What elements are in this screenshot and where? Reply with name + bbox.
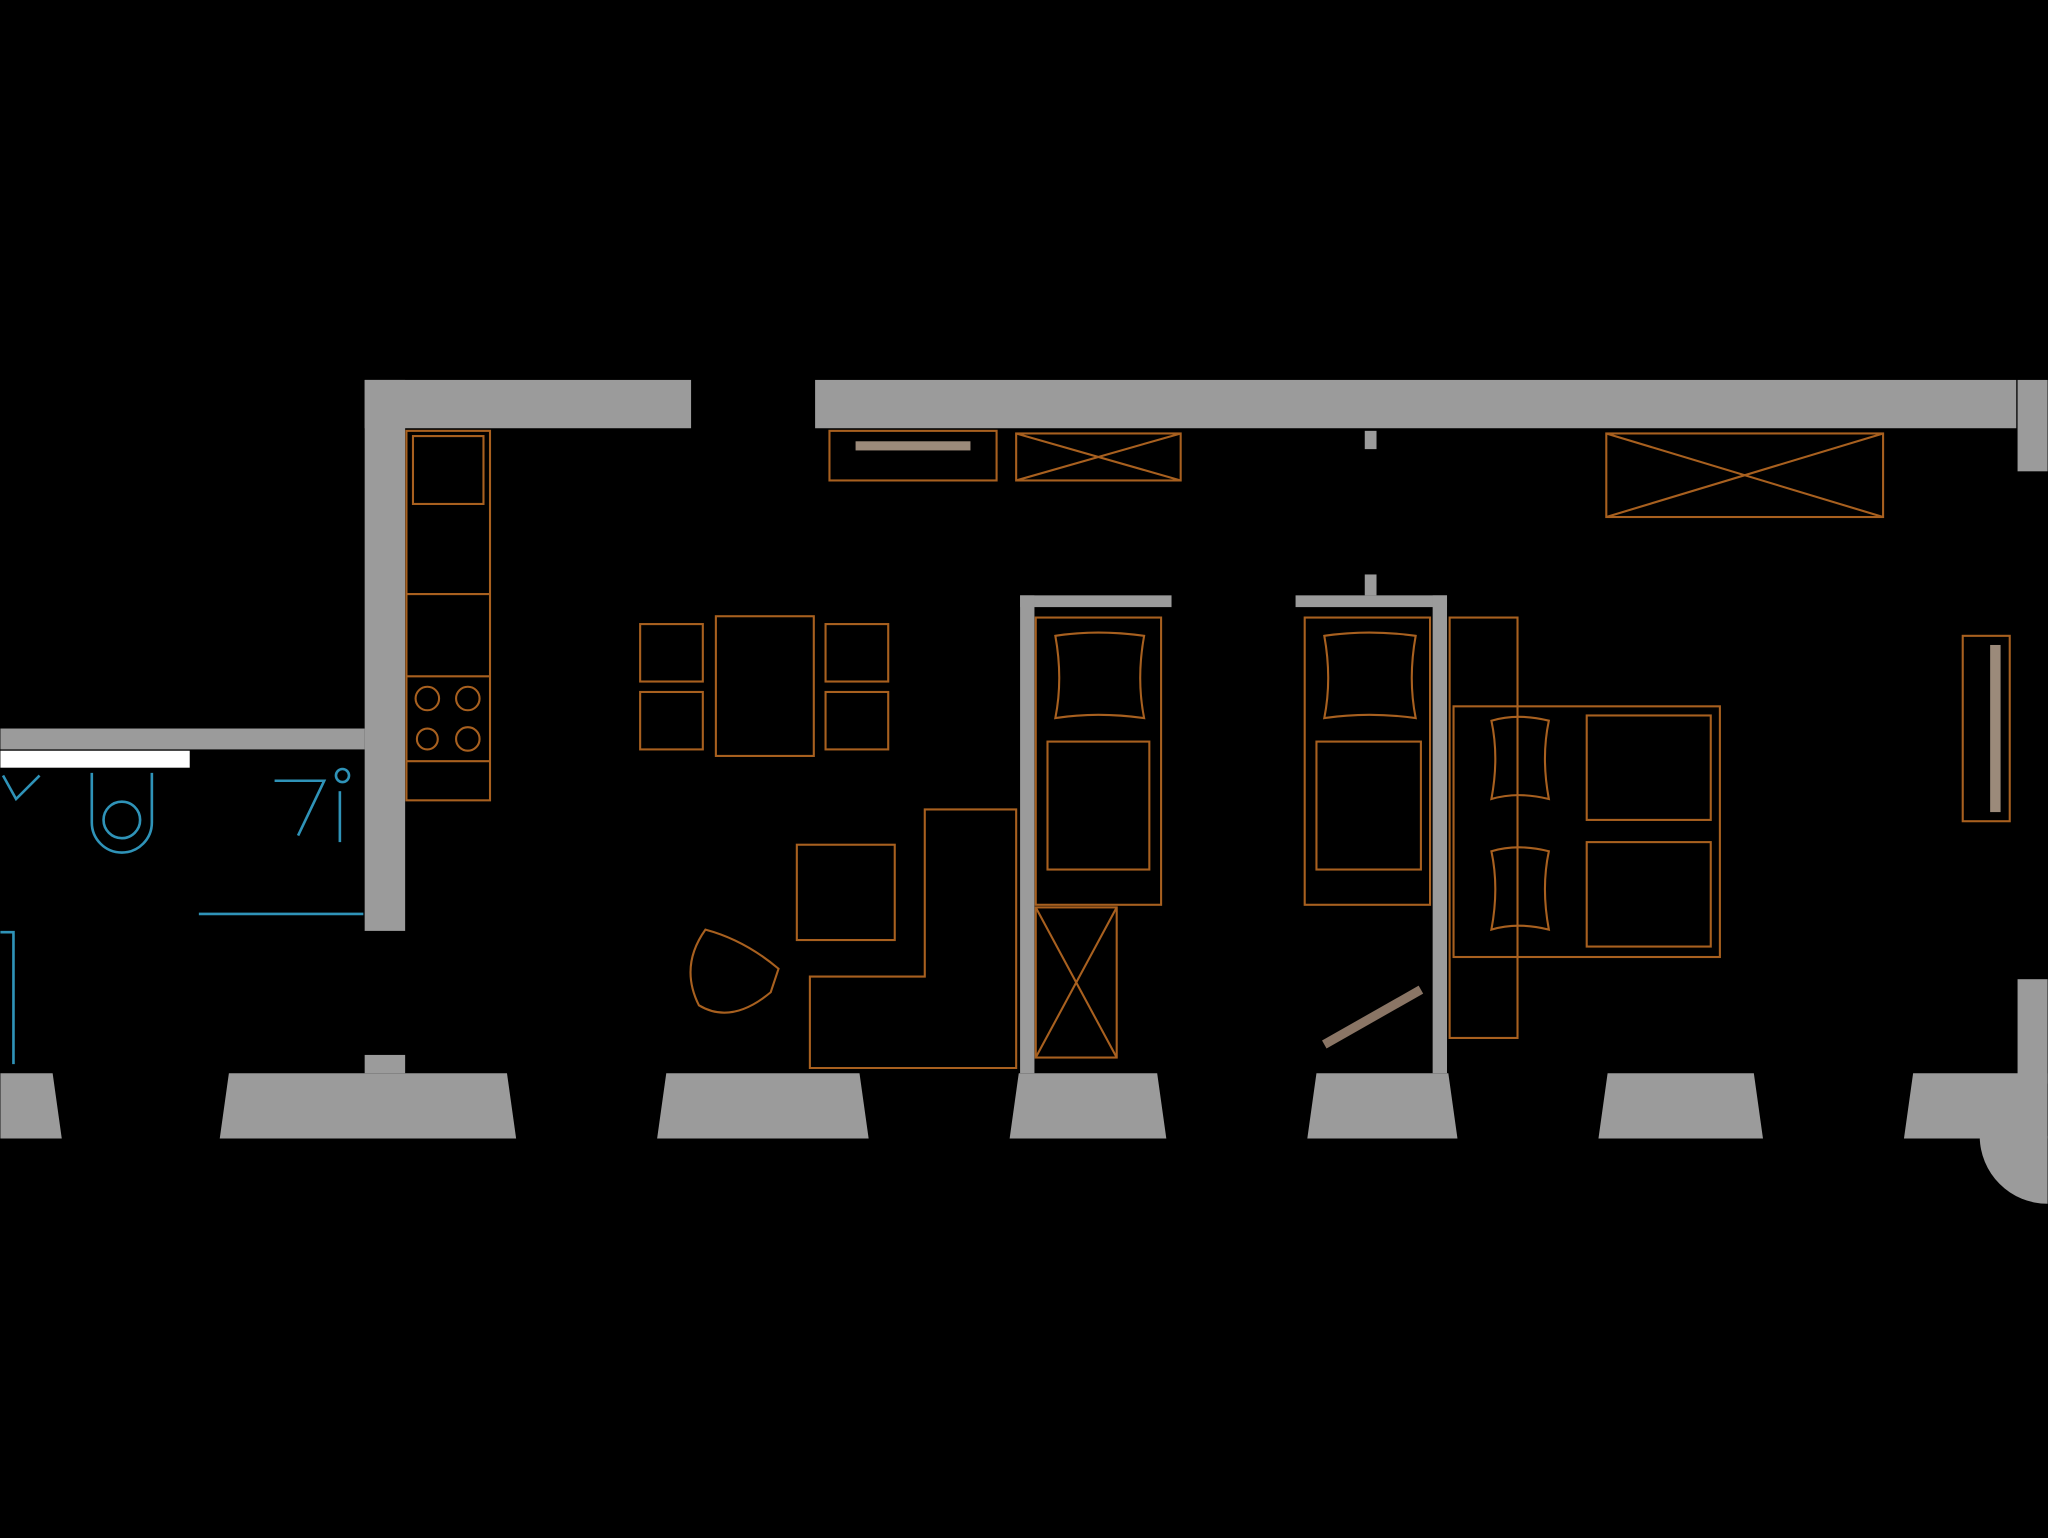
bedroom-2 (1303, 616, 1432, 1049)
walls (0, 379, 2048, 1204)
window-highlight (0, 750, 190, 768)
bedroom-3-bed (1448, 616, 1721, 1039)
dining-table (639, 615, 890, 757)
balcony (1979, 1135, 2048, 1204)
bedroom-1 (1034, 616, 1163, 1059)
kitchen (405, 429, 492, 802)
living-furniture (689, 429, 2011, 1070)
bathroom (0, 767, 364, 1065)
